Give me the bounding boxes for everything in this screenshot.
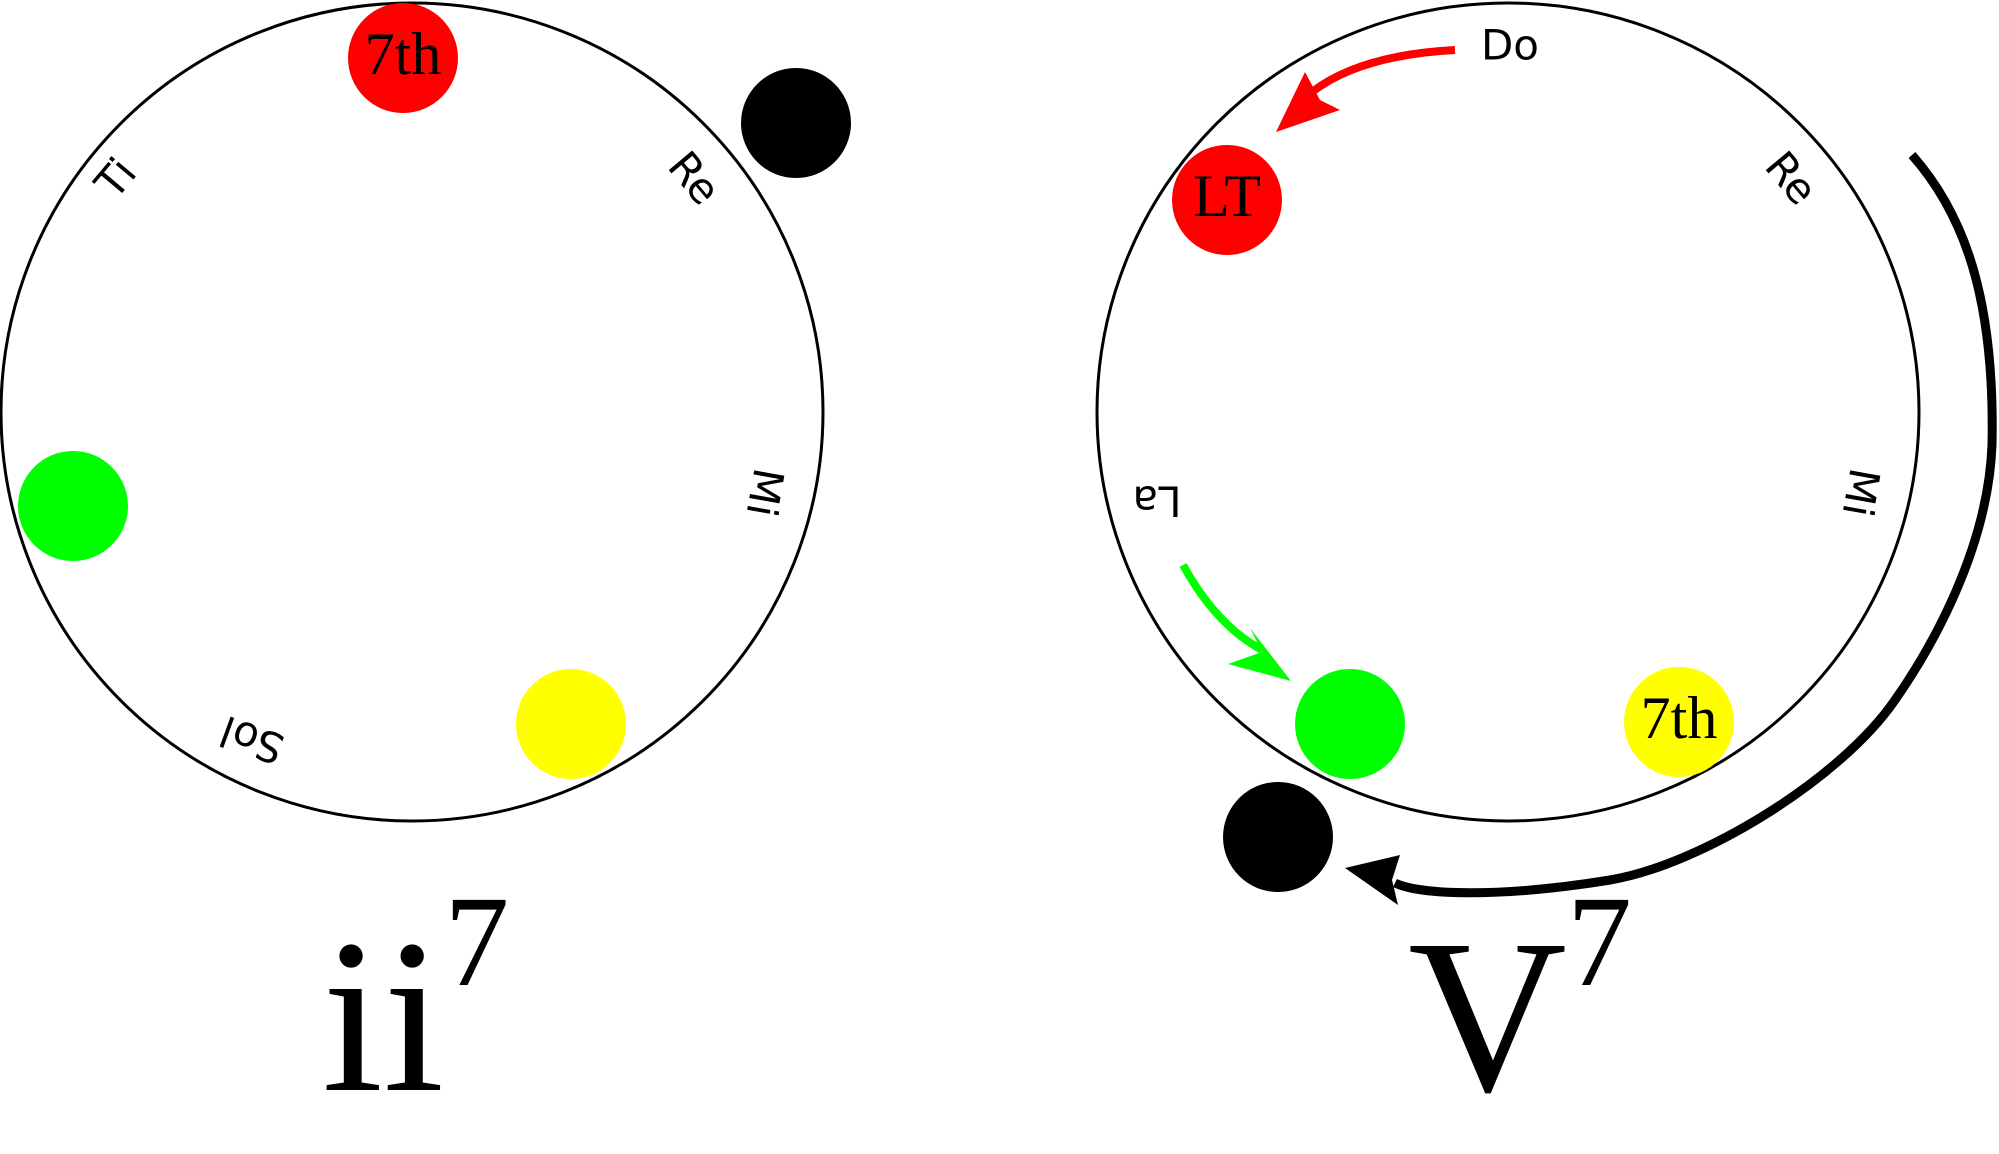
green-arrow-head — [1228, 628, 1291, 681]
left-chord-base: ii — [322, 894, 444, 1138]
left-syllable-sol: Sol — [214, 706, 291, 774]
right-syllable-re: Re — [1755, 142, 1827, 214]
left-syllable-re: Re — [658, 142, 730, 214]
left-syllable-ti: Ti — [85, 149, 146, 209]
left-dot-red — [348, 3, 458, 113]
right-dot-red-label: LT — [1193, 163, 1261, 229]
red-arrow — [1276, 46, 1456, 132]
right-chord-label: V7 — [1408, 870, 1632, 1138]
red-arrow-head — [1276, 72, 1340, 132]
right-dot-black — [1223, 782, 1333, 892]
right-dot-green — [1295, 669, 1405, 779]
left-dot-red-label: 7th — [365, 21, 442, 87]
right-chord-base: V — [1408, 894, 1567, 1138]
green-arrow — [1179, 563, 1291, 681]
black-arrow-head — [1345, 855, 1400, 905]
right-dot-yellow-label: 7th — [1641, 685, 1718, 751]
right-syllable-do: Do — [1481, 21, 1539, 70]
black-arrow — [1345, 152, 1997, 905]
right-dot-yellow — [1624, 667, 1734, 777]
right-chord-sup: 7 — [1567, 870, 1632, 1014]
right-syllable-mi: Mi — [1833, 465, 1890, 521]
left-dot-black — [741, 68, 851, 178]
left-dot-yellow — [516, 669, 626, 779]
right-syllable-la: La — [1132, 477, 1181, 526]
red-arrow-shaft — [1309, 46, 1456, 96]
left-chord-sup: 7 — [444, 870, 509, 1014]
left-diagram: Ti Re Mi Sol 7th ii7 — [0, 1, 851, 1138]
green-arrow-shaft — [1179, 563, 1264, 654]
right-circle-outline — [1095, 1, 1921, 823]
left-chord-label: ii7 — [322, 870, 509, 1138]
left-dot-green — [18, 451, 128, 561]
right-dot-red — [1172, 145, 1282, 255]
left-syllable-mi: Mi — [737, 465, 794, 521]
right-diagram: Do Re Mi La LT 7th V7 — [1095, 1, 1997, 1138]
left-circle-outline — [0, 1, 825, 823]
black-arrow-shaft — [1393, 152, 1997, 898]
